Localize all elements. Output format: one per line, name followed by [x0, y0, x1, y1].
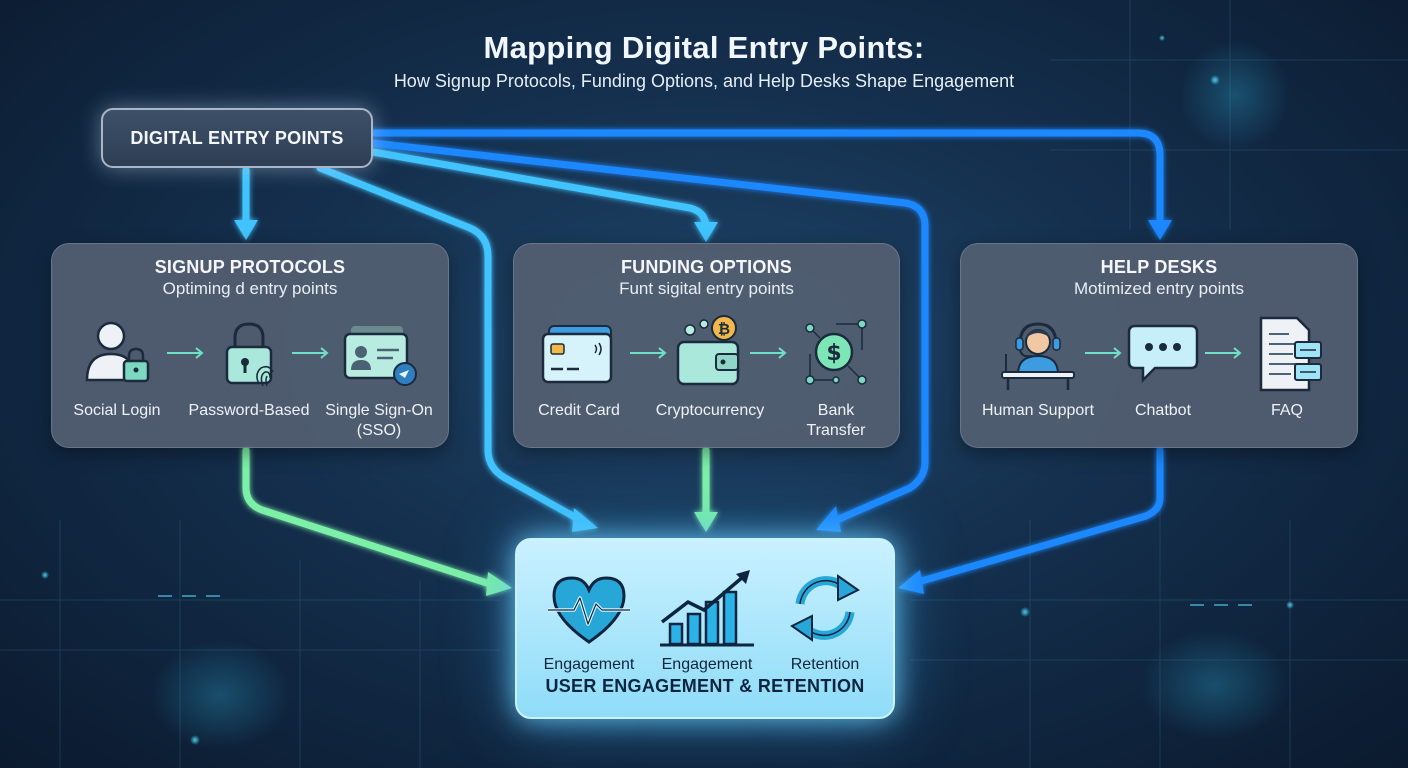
item-label: Password-Based: [188, 402, 310, 419]
support-agent-icon: [1001, 322, 1075, 390]
id-card-icon: [343, 326, 417, 386]
sso-item: Single Sign-On (SSO): [314, 314, 444, 441]
help-desks-panel: HELP DESKS Motimized entry points Human …: [960, 243, 1358, 448]
arrow-help-to-result: [914, 446, 1164, 586]
item-label: Human Support: [981, 402, 1095, 419]
item-label: Single Sign-On (SSO): [325, 402, 433, 439]
panel-subtitle: Motimized entry points: [1073, 279, 1245, 298]
diagram-subtitle: How Signup Protocols, Funding Options, a…: [393, 71, 1015, 91]
bank-transfer-item: $ Bank Transfer: [771, 314, 901, 441]
retention-item: Retention: [765, 568, 885, 674]
sequence-arrow-icon: [1205, 347, 1242, 359]
result-title: USER ENGAGEMENT & RETENTION: [545, 676, 865, 696]
arrowhead-help-desks: [1148, 220, 1172, 240]
arrow-signup-to-result: [242, 446, 494, 588]
social-login-item: Social Login: [52, 314, 182, 421]
crypto-wallet-icon: ₿: [676, 315, 740, 386]
arrowhead-result-right: [816, 506, 841, 532]
credit-card-item: Credit Card: [514, 314, 644, 421]
faq-document-icon: [1259, 316, 1322, 392]
result-item-label: Engagement: [661, 656, 753, 673]
cryptocurrency-item: ₿ Cryptocurrency: [645, 314, 775, 421]
sequence-arrow-icon: [167, 347, 204, 359]
arrowhead-signup: [234, 220, 258, 240]
svg-text:$: $: [826, 341, 841, 366]
engagement-chart-item: Engagement: [647, 568, 767, 674]
diagram-title: Mapping Digital Entry Points:: [483, 30, 925, 65]
sequence-arrow-icon: [1085, 347, 1122, 359]
item-label: Credit Card: [538, 402, 620, 419]
funding-options-panel: FUNDING OPTIONS Funt sigital entry point…: [513, 243, 900, 448]
sequence-arrow-icon: [750, 347, 787, 359]
item-label: Chatbot: [1134, 402, 1192, 419]
item-label: Social Login: [73, 402, 161, 419]
arrowhead-help-to-result: [898, 570, 924, 594]
user-lock-icon: [85, 321, 150, 383]
user-engagement-retention-node: Engagement Engagement Retention USER ENG…: [515, 538, 895, 719]
arrow-root-to-funding: [369, 148, 710, 232]
chatbot-item: Chatbot: [1098, 314, 1228, 421]
engagement-heart-item: Engagement: [529, 568, 649, 674]
panel-title: FUNDING OPTIONS: [620, 257, 792, 277]
sequence-arrow-icon: [292, 347, 329, 359]
human-support-item: Human Support: [973, 314, 1103, 421]
arrowhead-signup-to-result: [486, 572, 512, 596]
item-label: Bank Transfer: [806, 402, 866, 439]
item-label: Cryptocurrency: [655, 402, 765, 419]
svg-text:₿: ₿: [718, 320, 730, 338]
signup-protocols-panel: SIGNUP PROTOCOLS Optiming d entry points…: [51, 243, 449, 448]
arrow-root-to-help-desks: [369, 129, 1164, 222]
padlock-fingerprint-icon: [225, 322, 274, 387]
panel-title: HELP DESKS: [1100, 257, 1218, 277]
sequence-arrow-icon: [630, 347, 667, 359]
item-label: FAQ: [1270, 402, 1303, 419]
password-based-item: Password-Based: [184, 314, 314, 421]
panel-subtitle: Funt sigital entry points: [619, 279, 794, 298]
bank-transfer-icon: $: [805, 319, 867, 385]
heart-pulse-icon: [548, 576, 630, 644]
panel-subtitle: Optiming d entry points: [162, 279, 338, 298]
chat-bubble-icon: [1127, 324, 1199, 384]
panel-title: SIGNUP PROTOCOLS: [154, 257, 346, 277]
faq-item: FAQ: [1222, 314, 1352, 421]
root-label: DIGITAL ENTRY POINTS: [130, 127, 344, 148]
growth-chart-icon: [660, 570, 754, 647]
digital-entry-points-node: DIGITAL ENTRY POINTS: [101, 108, 373, 168]
cycle-arrows-icon: [790, 574, 860, 642]
arrowhead-funding: [694, 222, 718, 242]
credit-card-icon: [541, 325, 613, 384]
result-item-label: Engagement: [543, 656, 635, 673]
arrowhead-funding-to-result: [694, 512, 718, 532]
arrowhead-result-left: [572, 508, 598, 532]
result-item-label: Retention: [790, 656, 860, 673]
